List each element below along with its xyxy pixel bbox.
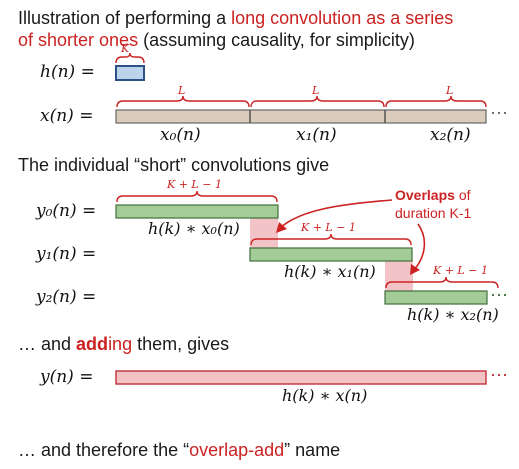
h-block xyxy=(115,65,145,81)
y2-label: y₂(n) = xyxy=(36,287,97,307)
y-sum-conv-label: h(k) ∗ x(n) xyxy=(282,386,368,405)
overlap-arrowhead-2 xyxy=(410,264,420,275)
x-ellipsis: ⋯ xyxy=(490,103,509,123)
overlap-annotation-line-1: Overlaps of xyxy=(395,187,471,203)
brace-KL-1 xyxy=(250,233,412,246)
x1-label: x₁(n) xyxy=(296,125,337,145)
x-label: x(n) = xyxy=(40,106,94,126)
L-label-1: L xyxy=(178,84,186,97)
KL-label-2: K + L − 1 xyxy=(433,264,488,277)
conv0-label: h(k) ∗ x₀(n) xyxy=(148,219,240,238)
y1-label: y₁(n) = xyxy=(36,244,97,264)
y0-bar xyxy=(115,204,279,219)
brace-K xyxy=(115,52,145,64)
y-sum-label: y(n) = xyxy=(40,367,94,387)
brace-KL-2 xyxy=(385,276,499,289)
brace-L-2 xyxy=(250,95,385,108)
brace-L-1 xyxy=(116,95,250,108)
overlap-region-2 xyxy=(385,260,413,291)
y2-ellipsis: ⋯ xyxy=(490,285,509,305)
overlap-annotation-line-2: duration K-1 xyxy=(395,205,472,221)
L-label-2: L xyxy=(312,84,320,97)
x0-label: x₀(n) xyxy=(160,125,201,145)
y-sum-ellipsis: ⋯ xyxy=(490,365,509,385)
conv2-label: h(k) ∗ x₂(n) xyxy=(407,305,499,324)
KL-label-1: K + L − 1 xyxy=(301,221,356,234)
x2-label: x₂(n) xyxy=(430,125,471,145)
brace-L-3 xyxy=(385,95,487,108)
overlap-arrow-2 xyxy=(413,223,426,271)
KL-label-0: K + L − 1 xyxy=(167,178,222,191)
footer-line: … and therefore the “overlap-add” name xyxy=(18,440,341,460)
x-bar xyxy=(115,109,487,124)
y-sum-bar xyxy=(115,370,487,385)
adding-heading: … and adding them, gives xyxy=(18,334,230,354)
short-conv-heading: The individual “short” convolutions give xyxy=(18,155,330,175)
y2-bar xyxy=(384,290,488,305)
overlap-arrowhead-1 xyxy=(276,222,287,233)
title-line-2: of shorter ones (assuming causality, for… xyxy=(18,30,415,50)
y0-label: y₀(n) = xyxy=(36,201,97,221)
title-line-1: Illustration of performing a long convol… xyxy=(18,8,454,28)
L-label-3: L xyxy=(446,84,454,97)
h-label: h(n) = xyxy=(40,62,95,82)
y1-bar xyxy=(249,247,413,262)
K-label: K xyxy=(121,42,130,55)
brace-KL-0 xyxy=(116,190,278,203)
conv1-label: h(k) ∗ x₁(n) xyxy=(284,262,376,281)
overlap-arrow-1 xyxy=(279,199,393,229)
